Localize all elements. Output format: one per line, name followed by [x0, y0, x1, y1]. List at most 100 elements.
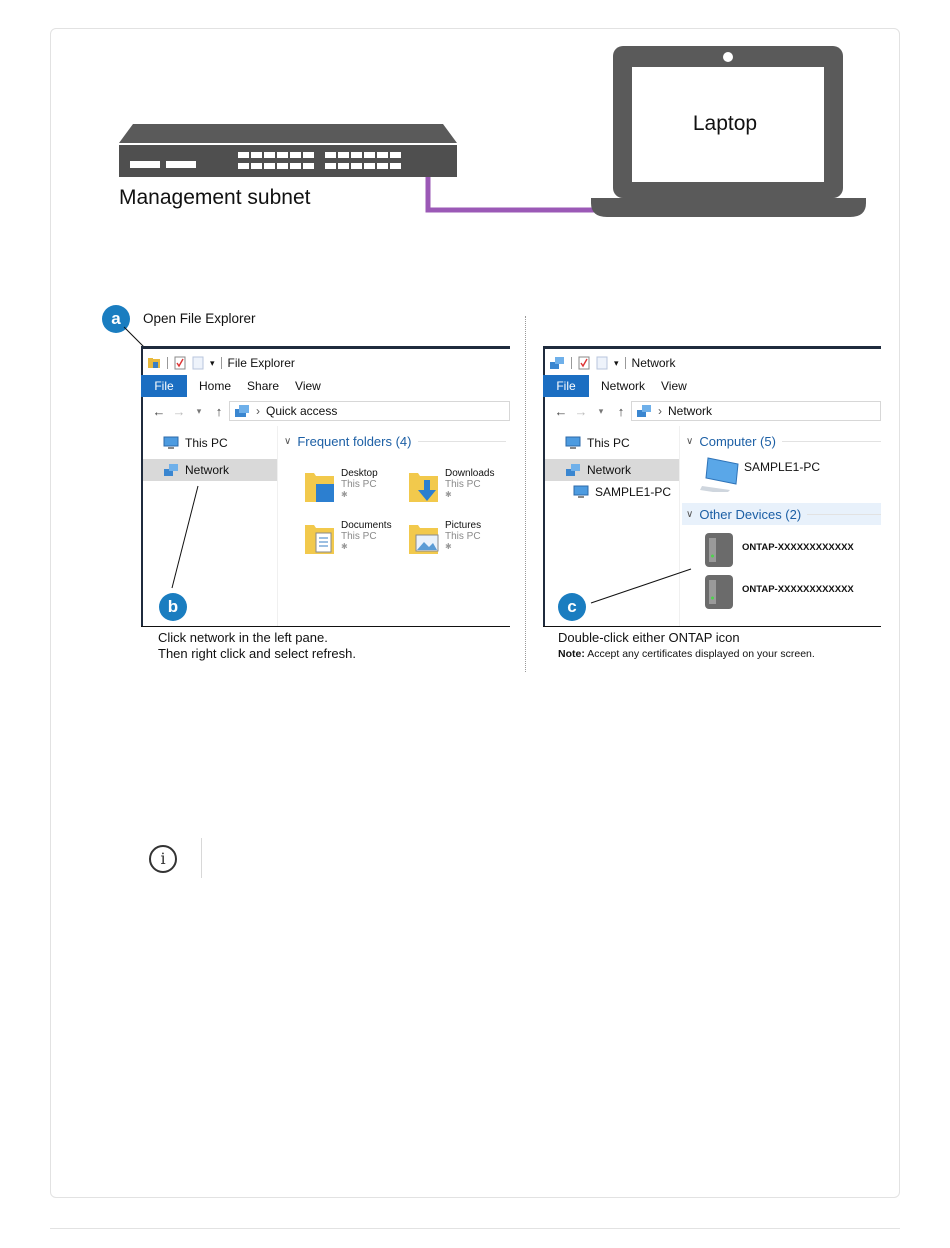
ribbon-menu: File Home Share View	[141, 375, 510, 397]
ontap-device-1[interactable]: ONTAP-XXXXXXXXXXXX	[703, 532, 878, 570]
nav-item-this-pc[interactable]: This PC	[545, 432, 679, 454]
pin-icon: ✱	[341, 542, 348, 551]
folder-location: This PC	[341, 531, 377, 542]
quick-access-icon	[235, 405, 249, 417]
window-bottom-rule	[543, 626, 881, 627]
recent-dropdown-icon[interactable]: ▾	[196, 405, 202, 416]
server-icon	[705, 575, 733, 609]
device-name: ONTAP-XXXXXXXXXXXX	[742, 584, 854, 595]
network-switch-icon	[119, 124, 457, 177]
server-icon	[705, 533, 733, 567]
note-text: Accept any certificates displayed on you…	[587, 648, 815, 660]
step-b-badge: b	[159, 593, 187, 621]
nav-item-network[interactable]: Network	[143, 459, 277, 481]
pin-icon: ✱	[445, 490, 452, 499]
monitor-icon	[565, 436, 581, 449]
frequent-folders-header[interactable]: ∨ Frequent folders (4)	[284, 434, 506, 449]
device-name: ONTAP-XXXXXXXXXXXX	[742, 542, 854, 553]
menu-home[interactable]: Home	[199, 379, 232, 393]
menu-file[interactable]: File	[141, 375, 187, 397]
ontap-device-2[interactable]: ONTAP-XXXXXXXXXXXX	[703, 574, 878, 612]
computer-item-sample1-pc[interactable]: SAMPLE1-PC	[700, 456, 870, 496]
info-divider	[201, 838, 202, 878]
dotted-divider	[525, 316, 526, 672]
computer-name: SAMPLE1-PC	[744, 460, 821, 474]
up-arrow-icon[interactable]: ↑	[215, 403, 223, 419]
folder-location: This PC	[445, 531, 481, 542]
nav-item-label: This PC	[587, 436, 630, 450]
content-card	[50, 28, 900, 1198]
address-text: Quick access	[266, 404, 338, 418]
properties-icon[interactable]	[578, 356, 590, 370]
folder-location: This PC	[445, 479, 481, 490]
nav-item-sample1-pc[interactable]: SAMPLE1-PC	[545, 481, 679, 503]
section-title: Computer (5)	[699, 434, 776, 449]
window-bottom-rule	[141, 626, 510, 627]
nav-item-network[interactable]: Network	[545, 459, 679, 481]
folder-name: Documents	[341, 520, 392, 531]
quick-access-toolbar: ▾ Network	[549, 354, 676, 372]
qat-dropdown-icon[interactable]: ▾	[614, 357, 619, 368]
up-arrow-icon[interactable]: ↑	[617, 403, 625, 419]
window-top-border	[141, 346, 510, 349]
back-arrow-icon[interactable]: ←	[152, 403, 166, 419]
new-folder-icon[interactable]	[596, 356, 608, 370]
menu-file[interactable]: File	[543, 375, 589, 397]
qat-dropdown-icon[interactable]: ▾	[210, 357, 215, 368]
pin-icon: ✱	[341, 490, 348, 499]
new-folder-icon[interactable]	[192, 356, 204, 370]
folder-icon[interactable]	[147, 356, 161, 370]
quick-access-toolbar: ▾ File Explorer	[147, 354, 295, 372]
computer-section-header[interactable]: ∨ Computer (5)	[686, 434, 881, 449]
downloads-folder-icon	[409, 473, 438, 502]
desktop-folder-icon	[305, 473, 334, 502]
network-icon[interactable]	[549, 356, 565, 370]
step-c-badge: c	[558, 593, 586, 621]
folder-name: Downloads	[445, 468, 495, 479]
documents-folder-icon	[305, 525, 334, 554]
window-title: Network	[631, 356, 676, 370]
computer-icon	[700, 457, 739, 492]
step-c-caption: Double-click either ONTAP icon	[558, 630, 740, 645]
ribbon-menu: File Network View	[543, 375, 881, 397]
menu-view[interactable]: View	[661, 379, 687, 393]
properties-icon[interactable]	[174, 356, 186, 370]
forward-arrow-icon[interactable]: →	[574, 403, 588, 419]
address-text: Network	[668, 404, 713, 418]
pin-icon: ✱	[445, 542, 452, 551]
nav-item-label: This PC	[185, 436, 228, 450]
window-left-border	[543, 346, 545, 626]
menu-network[interactable]: Network	[601, 379, 646, 393]
step-b-caption-line2: Then right click and select refresh.	[158, 646, 356, 661]
window-top-border	[543, 346, 881, 349]
menu-share[interactable]: Share	[247, 379, 280, 393]
folder-name: Desktop	[341, 468, 378, 479]
recent-dropdown-icon[interactable]: ▾	[598, 405, 604, 416]
window-left-border	[141, 346, 143, 626]
pictures-folder-icon	[409, 525, 439, 554]
network-icon	[637, 405, 651, 417]
monitor-icon	[163, 436, 179, 449]
step-a-label: Open File Explorer	[143, 311, 256, 326]
file-explorer-window: ▾ File Explorer File Home Share View ← →…	[141, 346, 510, 626]
back-arrow-icon[interactable]: ←	[554, 403, 568, 419]
note-label: Note:	[558, 648, 585, 660]
switch-label: Management subnet	[119, 186, 311, 209]
footer-divider	[50, 1228, 900, 1229]
network-explorer-window: ▾ Network File Network View ← → ▾ ↑ › Ne…	[543, 346, 881, 626]
navigation-pane: This PC Network SAMPLE1-PC	[545, 426, 680, 626]
folder-name: Pictures	[445, 520, 482, 531]
monitor-icon	[573, 485, 589, 498]
forward-arrow-icon[interactable]: →	[172, 403, 186, 419]
address-bar[interactable]: › Quick access	[229, 401, 510, 421]
navigation-pane: This PC Network	[143, 426, 278, 626]
menu-view[interactable]: View	[295, 379, 321, 393]
nav-item-this-pc[interactable]: This PC	[143, 432, 277, 454]
step-b-leader-line	[171, 485, 199, 589]
address-bar[interactable]: › Network	[631, 401, 881, 421]
step-b-caption-line1: Click network in the left pane.	[158, 630, 328, 645]
other-devices-section-header[interactable]: ∨ Other Devices (2)	[682, 503, 881, 525]
step-c-leader-line	[590, 568, 692, 604]
section-title: Frequent folders (4)	[297, 434, 412, 449]
laptop-label: Laptop	[692, 112, 758, 135]
